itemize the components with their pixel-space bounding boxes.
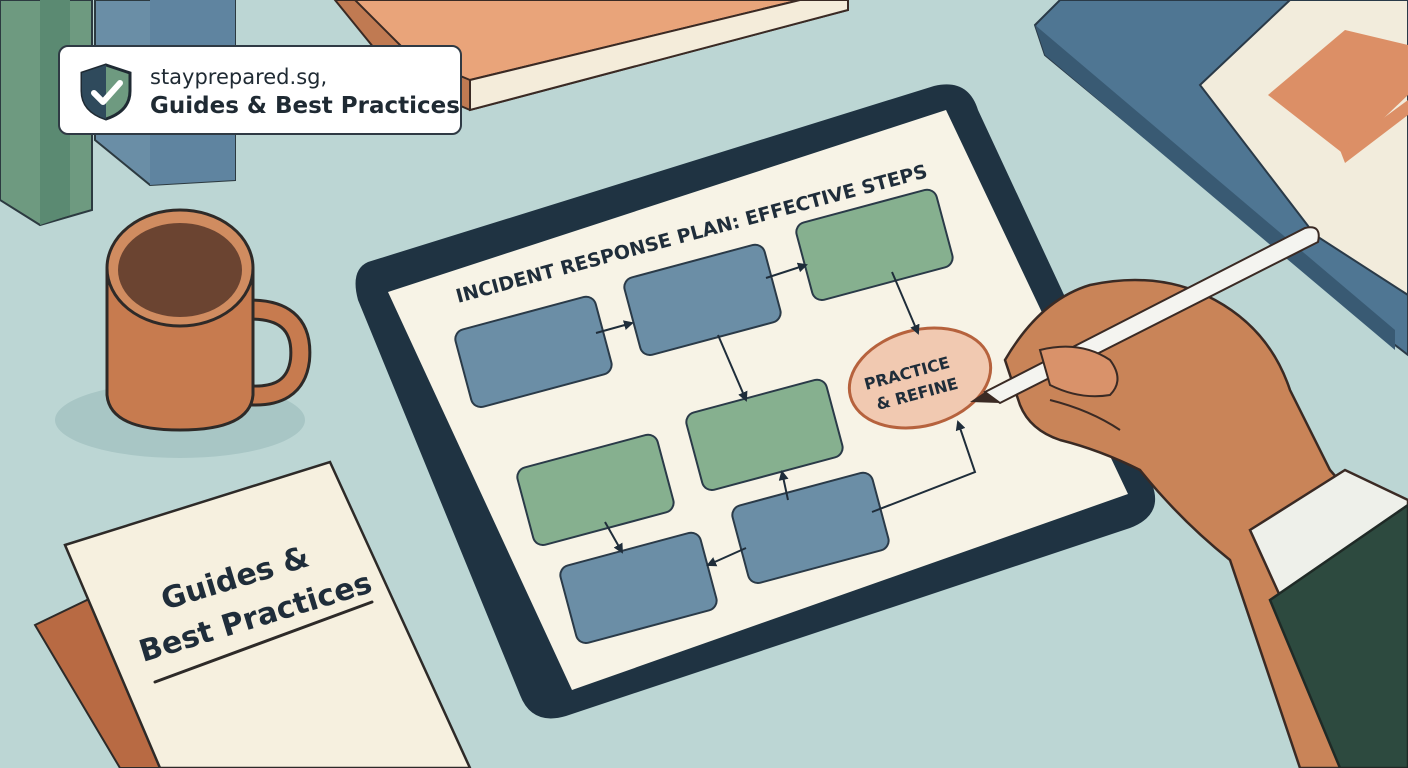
site-name: stayprepared.sg, [150, 65, 328, 89]
binder-top-right [1033, 0, 1408, 357]
flow-arrow [871, 420, 977, 513]
flow-step-box [559, 531, 718, 645]
site-badge: stayprepared.sg, Guides & Best Practices [58, 45, 462, 135]
flow-arrow [778, 470, 789, 501]
flow-arrow [891, 271, 920, 335]
flow-arrow [604, 521, 623, 554]
flow-step-box [685, 378, 844, 492]
flow-arrow [595, 320, 634, 334]
flow-step-box [623, 243, 782, 357]
flowchart: INCIDENT RESPONSE PLAN: EFFECTIVE STEPS … [454, 161, 993, 645]
shield-check-icon [80, 63, 132, 121]
coffee-mug [55, 208, 312, 458]
booklet [33, 460, 472, 768]
flow-step-box [516, 433, 675, 547]
flow-arrow [765, 262, 808, 279]
flow-arrow [717, 334, 748, 402]
flow-step-box [454, 295, 613, 409]
practice-refine-highlight [847, 326, 993, 430]
flow-arrow [706, 547, 747, 567]
badge-title: Guides & Best Practices [150, 93, 460, 119]
hand-with-stylus [970, 226, 1408, 768]
